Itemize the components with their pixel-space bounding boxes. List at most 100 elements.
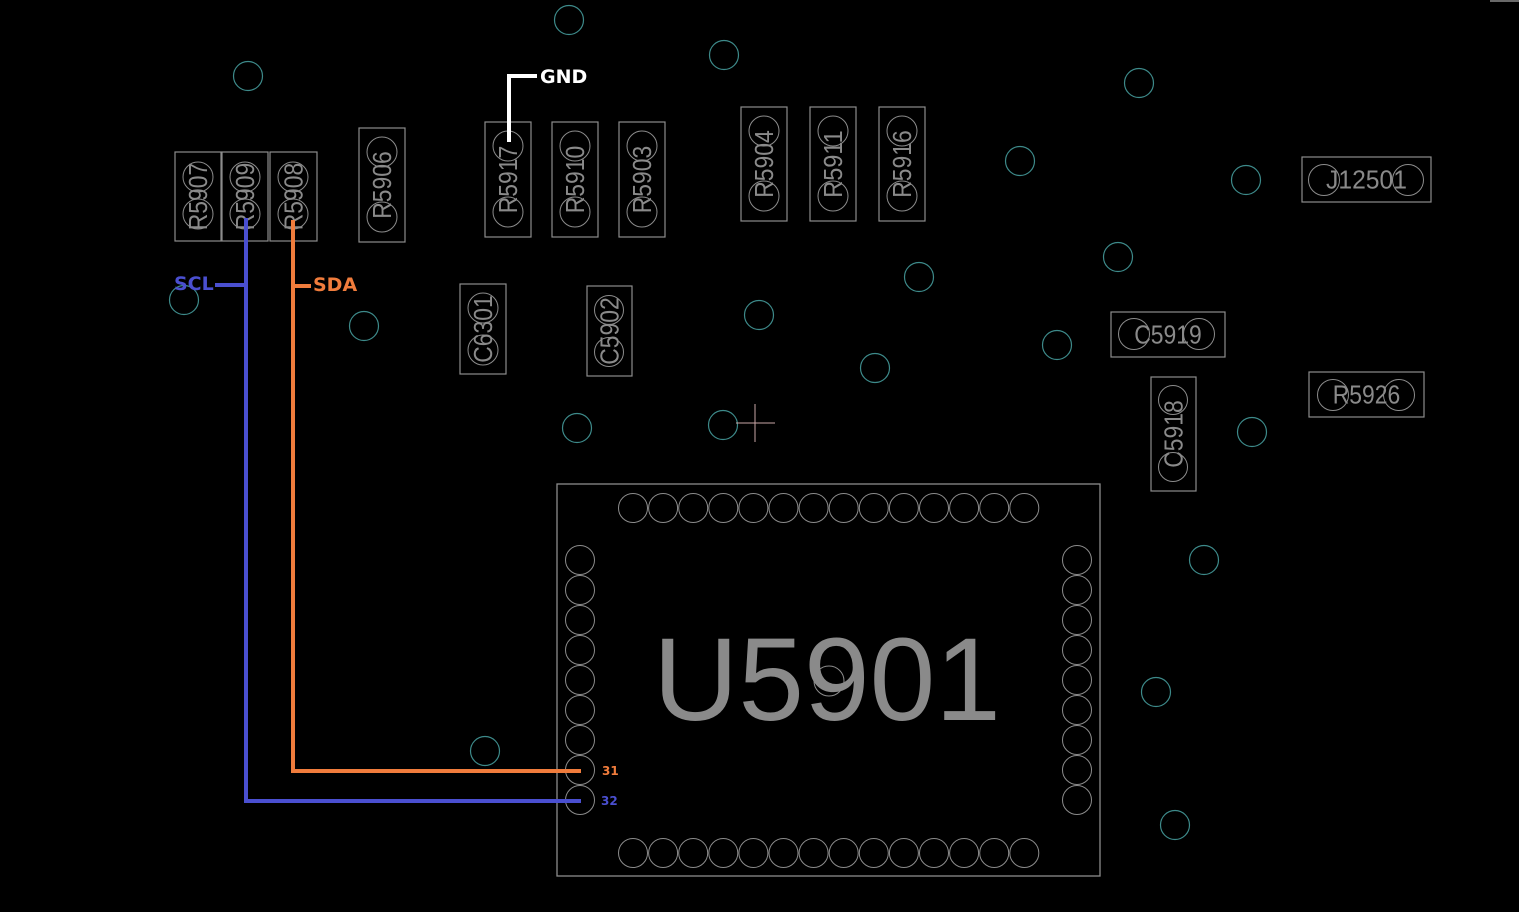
pad bbox=[626, 130, 658, 162]
ic-pad-left bbox=[565, 545, 595, 575]
pad bbox=[229, 161, 261, 193]
component-r5911[interactable]: R5911 bbox=[809, 106, 857, 222]
component-outline bbox=[358, 127, 406, 243]
ic-pad-bottom bbox=[919, 838, 949, 868]
ic-refdes: U5901 bbox=[653, 614, 1001, 746]
component-c5918[interactable]: C5918 bbox=[1150, 376, 1197, 492]
pin-label-32: 32 bbox=[601, 794, 618, 808]
component-c5902[interactable]: C5902 bbox=[586, 285, 633, 377]
pad bbox=[626, 196, 658, 228]
ic-pad-left bbox=[565, 665, 595, 695]
component-outline bbox=[586, 285, 633, 377]
ic-pad-bottom bbox=[618, 838, 648, 868]
ic-pad-left bbox=[565, 635, 595, 665]
ic-pad-bottom bbox=[858, 838, 889, 868]
component-refdes: R5908 bbox=[279, 163, 309, 231]
component-c5919[interactable]: C5919 bbox=[1110, 311, 1226, 358]
ic-pad-right bbox=[1062, 695, 1092, 725]
component-r5908[interactable]: R5908 bbox=[269, 151, 318, 242]
net-label-gnd[interactable]: GND bbox=[540, 66, 587, 88]
net-label-sda[interactable]: SDA bbox=[313, 274, 357, 296]
ic-pad-bottom bbox=[828, 838, 859, 868]
component-outline bbox=[174, 151, 222, 242]
via bbox=[561, 412, 593, 444]
ic-pad-right bbox=[1062, 755, 1092, 785]
net-label-scl[interactable]: SCL bbox=[174, 273, 214, 295]
pad bbox=[1392, 164, 1424, 196]
pad bbox=[886, 115, 918, 147]
component-r5910[interactable]: R5910 bbox=[551, 121, 599, 238]
pad bbox=[1118, 318, 1150, 350]
via bbox=[469, 735, 501, 767]
component-outline bbox=[1150, 376, 1197, 492]
via bbox=[1140, 676, 1172, 708]
ic-u5901[interactable]: U5901 bbox=[556, 483, 1101, 877]
ic-pad-left bbox=[565, 725, 595, 755]
component-refdes: R5904 bbox=[749, 130, 779, 198]
ic-pad-left bbox=[565, 695, 595, 725]
ic-pad-top bbox=[678, 493, 709, 523]
ic-pad-top bbox=[858, 493, 889, 523]
trace-scl[interactable] bbox=[244, 218, 581, 803]
ic-pad-bottom bbox=[979, 838, 1010, 868]
ic-pad-bottom bbox=[708, 838, 739, 868]
component-outline bbox=[618, 121, 666, 238]
ic-pad-right bbox=[1062, 785, 1092, 815]
via bbox=[232, 60, 264, 92]
ic-pad-left bbox=[565, 605, 595, 635]
component-r5906[interactable]: R5906 bbox=[358, 127, 406, 243]
ic-pad-top bbox=[708, 493, 739, 523]
pad bbox=[277, 161, 309, 193]
ic-pad-top bbox=[1009, 493, 1040, 523]
component-outline bbox=[740, 106, 788, 222]
via bbox=[1236, 416, 1268, 448]
component-j12501[interactable]: J12501 bbox=[1301, 156, 1432, 203]
component-outline bbox=[551, 121, 599, 238]
component-refdes: R5906 bbox=[367, 151, 397, 219]
pad bbox=[366, 201, 398, 233]
pad bbox=[182, 198, 214, 230]
pad bbox=[467, 334, 499, 366]
pad bbox=[559, 130, 591, 162]
component-refdes: C5919 bbox=[1134, 320, 1202, 350]
component-r5916[interactable]: R5916 bbox=[878, 106, 926, 222]
trace-sda[interactable] bbox=[291, 220, 581, 773]
via bbox=[707, 409, 739, 441]
ic-pad-bottom bbox=[648, 838, 679, 868]
component-r5904[interactable]: R5904 bbox=[740, 106, 788, 222]
ic-pad-left bbox=[565, 575, 595, 605]
trace-gnd[interactable] bbox=[507, 74, 537, 142]
component-r5926[interactable]: R5926 bbox=[1308, 371, 1425, 418]
pin-label-31: 31 bbox=[602, 764, 619, 778]
component-r5903[interactable]: R5903 bbox=[618, 121, 666, 238]
component-refdes: C5918 bbox=[1159, 400, 1189, 468]
pad bbox=[1317, 379, 1349, 411]
via bbox=[859, 352, 891, 384]
pad bbox=[1158, 452, 1188, 482]
ic-pad-bottom bbox=[798, 838, 829, 868]
ic-pad-bottom bbox=[888, 838, 919, 868]
ic-pad-right bbox=[1062, 575, 1092, 605]
component-r5907[interactable]: R5907 bbox=[174, 151, 222, 242]
component-c6301[interactable]: C6301 bbox=[459, 283, 507, 375]
component-refdes: R5907 bbox=[183, 163, 213, 231]
pad bbox=[559, 196, 591, 228]
ic-pad-top bbox=[949, 493, 980, 523]
via bbox=[1159, 809, 1191, 841]
ic-pad-right bbox=[1062, 605, 1092, 635]
pad bbox=[182, 161, 214, 193]
component-refdes: C6301 bbox=[468, 295, 498, 363]
pad bbox=[594, 295, 624, 325]
via bbox=[348, 310, 380, 342]
component-outline bbox=[1301, 156, 1432, 203]
ic-pad-top bbox=[888, 493, 919, 523]
pad bbox=[886, 180, 918, 212]
ic-center-pad bbox=[813, 665, 845, 697]
component-refdes: R5903 bbox=[627, 146, 657, 214]
component-refdes: C5902 bbox=[595, 297, 625, 365]
via bbox=[708, 39, 740, 71]
pad bbox=[594, 337, 624, 367]
ic-pad-top bbox=[738, 493, 769, 523]
